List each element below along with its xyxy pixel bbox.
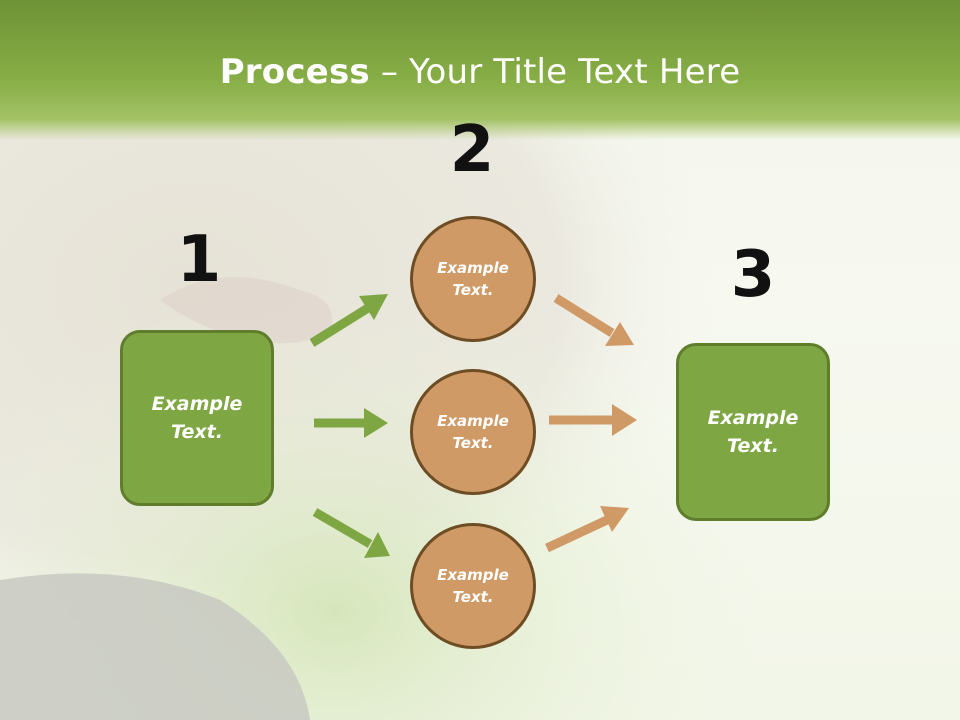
step1-box-label: Example Text. xyxy=(151,392,243,444)
green-arrow-up xyxy=(309,294,388,347)
tan-arrow-up xyxy=(545,506,629,553)
slide-title: Process – Your Title Text Here xyxy=(0,52,960,92)
step2-circle-top: Example Text. xyxy=(410,216,536,342)
tan-arrow-right xyxy=(549,404,637,436)
title-bar xyxy=(0,0,960,140)
step-number-3: 3 xyxy=(730,238,776,312)
title-rest: – Your Title Text Here xyxy=(369,52,741,92)
step-number-1: 1 xyxy=(176,223,222,297)
circle-middle-label: Example Text. xyxy=(437,411,509,453)
circle-top-label: Example Text. xyxy=(437,258,509,300)
tan-arrow-down xyxy=(553,294,634,346)
title-bold: Process xyxy=(219,52,370,92)
green-arrow-right xyxy=(314,408,388,438)
step1-box: Example Text. xyxy=(120,330,274,506)
circle-bottom-label: Example Text. xyxy=(437,565,509,607)
green-arrow-down xyxy=(312,508,390,558)
step2-circle-bottom: Example Text. xyxy=(410,523,536,649)
step-number-2: 2 xyxy=(449,113,495,187)
step3-box: Example Text. xyxy=(676,343,830,521)
step2-circle-middle: Example Text. xyxy=(410,369,536,495)
step3-box-label: Example Text. xyxy=(707,406,799,458)
